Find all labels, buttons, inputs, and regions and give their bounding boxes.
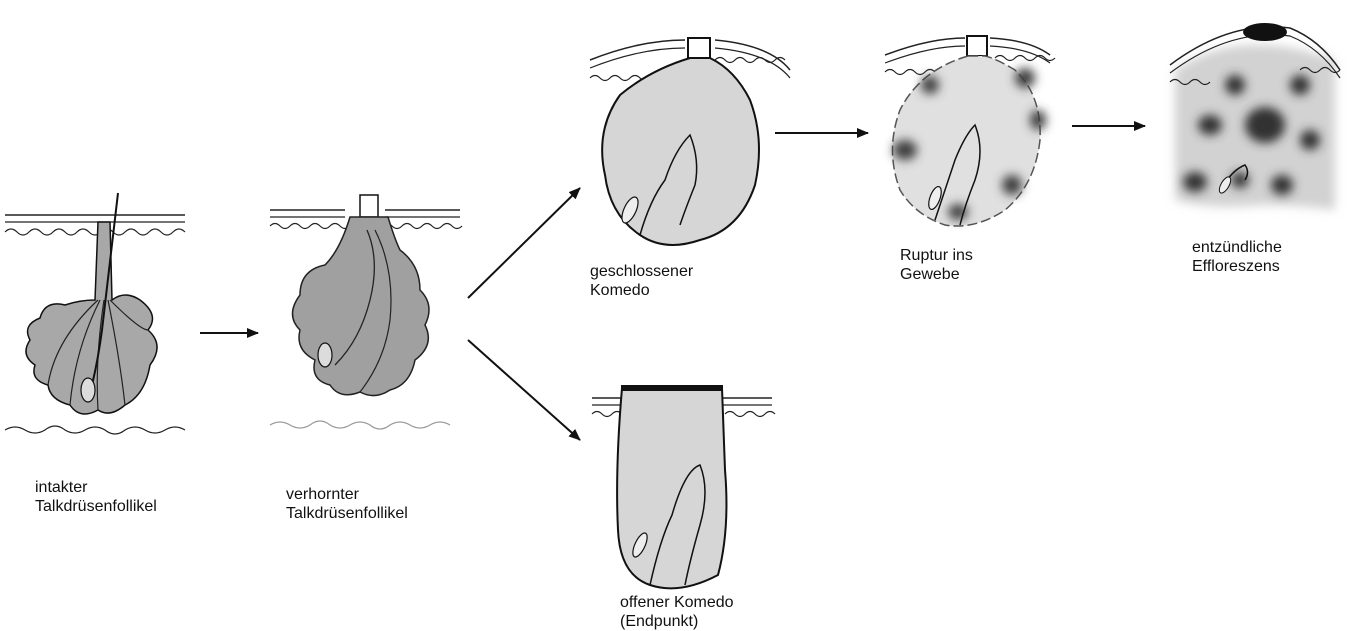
rupture-illustration [885, 36, 1055, 226]
arrow-to-closed-comedo [468, 188, 580, 298]
label-keratinized-line1: verhornter [286, 485, 408, 504]
label-keratinized-line2: Talkdrüsenfollikel [286, 504, 408, 523]
label-intact-line1: intakter [35, 478, 157, 497]
label-open-line1: offener Komedo [620, 593, 734, 612]
label-open-comedo: offener Komedo (Endpunkt) [620, 593, 734, 631]
label-closed-line2: Komedo [590, 281, 693, 300]
open-comedo-illustration [592, 385, 775, 588]
label-rupture: Ruptur ins Gewebe [900, 246, 973, 284]
label-inflamed-lesion: entzündliche Effloreszens [1192, 238, 1282, 276]
label-intact-line2: Talkdrüsenfollikel [35, 497, 157, 516]
label-closed-line1: geschlossener [590, 262, 693, 281]
label-rupture-line2: Gewebe [900, 265, 973, 284]
closed-comedo-illustration [590, 38, 790, 245]
label-inflamed-line2: Effloreszens [1192, 257, 1282, 276]
label-rupture-line1: Ruptur ins [900, 246, 973, 265]
inflamed-lesion-illustration [1170, 23, 1340, 210]
arrow-to-open-comedo [468, 340, 580, 440]
label-open-line2: (Endpunkt) [620, 612, 734, 631]
intact-follicle-illustration [5, 193, 185, 434]
label-closed-comedo: geschlossener Komedo [590, 262, 693, 300]
label-inflamed-line1: entzündliche [1192, 238, 1282, 257]
label-keratinized-follicle: verhornter Talkdrüsenfollikel [286, 485, 408, 523]
keratinized-follicle-illustration [270, 195, 462, 429]
label-intact-follicle: intakter Talkdrüsenfollikel [35, 478, 157, 516]
